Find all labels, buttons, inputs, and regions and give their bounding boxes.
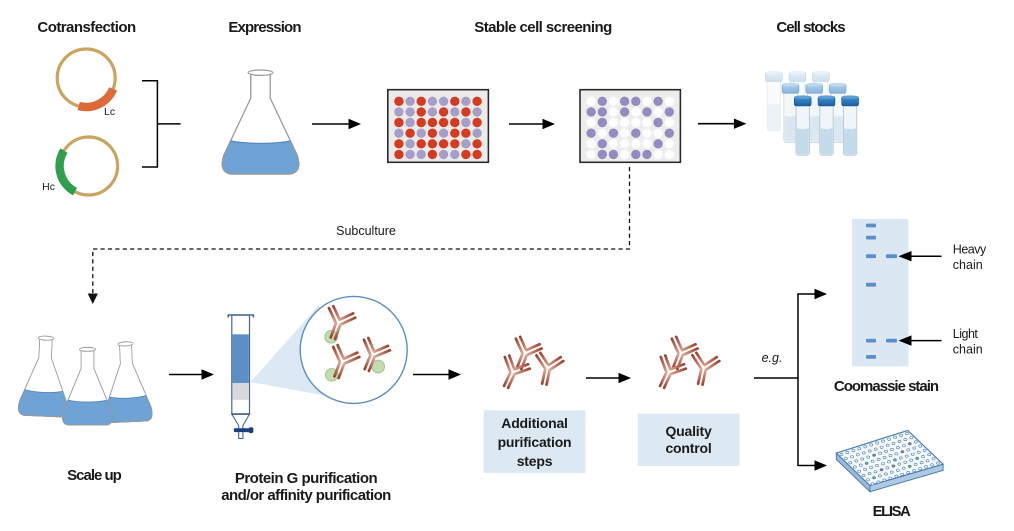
svg-text:Light: Light — [953, 327, 979, 341]
svg-text:chain: chain — [953, 343, 983, 357]
svg-text:Stable cell screening: Stable cell screening — [474, 19, 612, 36]
svg-text:e.g.: e.g. — [762, 351, 783, 365]
svg-text:Expression: Expression — [228, 19, 301, 36]
svg-text:Cotransfection: Cotransfection — [37, 19, 136, 36]
svg-text:Protein G purification: Protein G purification — [235, 470, 378, 487]
svg-text:control: control — [665, 440, 711, 456]
svg-text:purification: purification — [498, 434, 572, 450]
svg-text:and/or affinity purification: and/or affinity purification — [221, 487, 391, 504]
svg-text:steps: steps — [517, 453, 553, 469]
svg-text:Heavy: Heavy — [953, 243, 987, 257]
svg-text:Hc: Hc — [42, 181, 55, 193]
svg-text:Lc: Lc — [104, 106, 115, 118]
svg-text:Subculture: Subculture — [336, 224, 396, 238]
svg-text:ELISA: ELISA — [873, 503, 911, 520]
svg-text:Coomassie stain: Coomassie stain — [834, 378, 939, 395]
svg-text:Scale up: Scale up — [67, 467, 122, 484]
svg-text:chain: chain — [953, 258, 983, 272]
svg-text:Quality: Quality — [665, 423, 711, 439]
svg-text:Additional: Additional — [501, 415, 567, 431]
svg-text:Cell stocks: Cell stocks — [776, 19, 845, 36]
